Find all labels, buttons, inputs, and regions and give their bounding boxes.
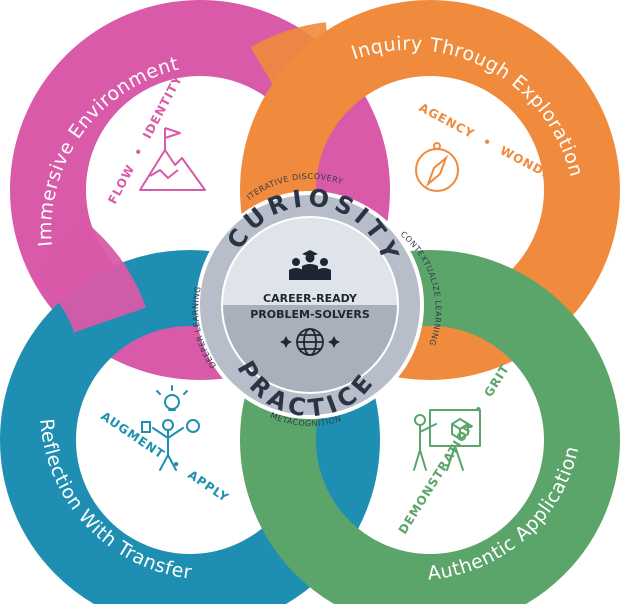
value-separator: • <box>480 134 494 150</box>
graduates-icon <box>289 250 331 280</box>
globe-icon <box>296 328 324 356</box>
value-agency: AGENCY <box>417 100 477 141</box>
compass-icon <box>415 142 459 192</box>
ring-immersive-environment <box>10 0 390 380</box>
value-flow: FLOW <box>105 162 137 206</box>
person-lightbulb-icon <box>141 385 200 471</box>
value-apply: APPLY <box>185 468 231 506</box>
hub-center-line-1: CAREER-READY <box>263 292 358 305</box>
svg-text:AUGMENT • APPLY: AUGMENT • APPLY <box>98 409 231 505</box>
ring-reflection-with-transfer <box>0 250 380 604</box>
ring-authentic-application <box>240 250 620 604</box>
hub-center-line-2: PROBLEM-SOLVERS <box>250 308 370 321</box>
mountain-flag-icon <box>139 127 206 191</box>
ring-inquiry-through-exploration <box>240 0 620 380</box>
value-separator: • <box>131 144 147 158</box>
presentation-board-icon <box>413 409 481 471</box>
sparkle-icon <box>280 336 340 348</box>
value-augment: AUGMENT <box>98 409 167 462</box>
